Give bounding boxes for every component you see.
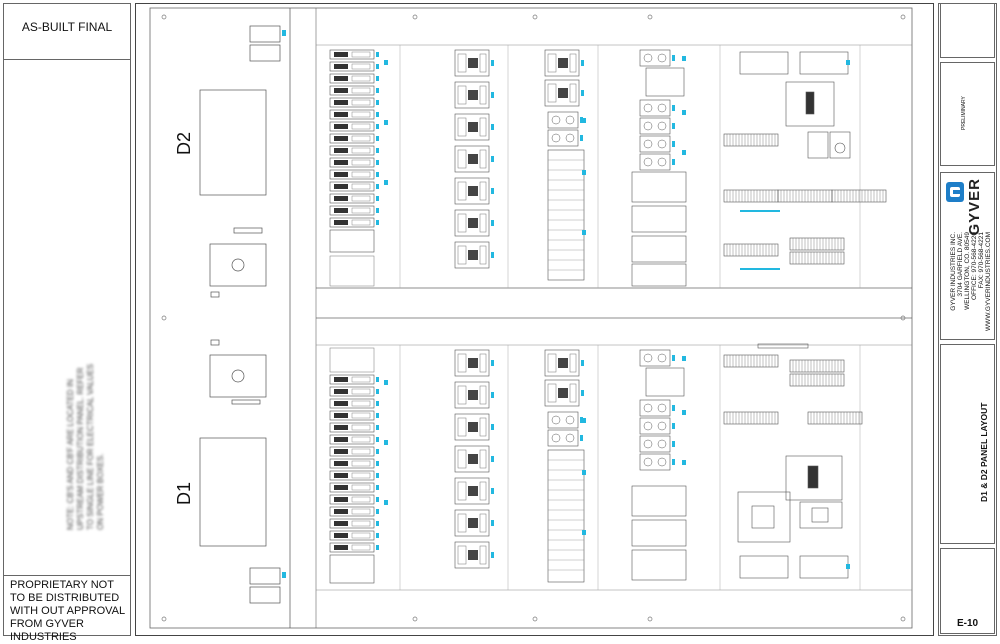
revision-block	[940, 62, 995, 166]
sheet-frame	[135, 3, 934, 636]
drawing-title-block	[940, 344, 995, 544]
gyver-logo-icon	[944, 180, 966, 228]
sheet-number-block	[940, 548, 995, 634]
as-built-stamp: AS-BUILT FINAL	[21, 20, 113, 34]
title-block-cell-top	[940, 3, 995, 58]
as-built-stamp-box	[3, 3, 131, 60]
sheet-number: E-10	[956, 618, 979, 629]
company-block	[940, 172, 995, 340]
proprietary-box	[3, 575, 131, 636]
